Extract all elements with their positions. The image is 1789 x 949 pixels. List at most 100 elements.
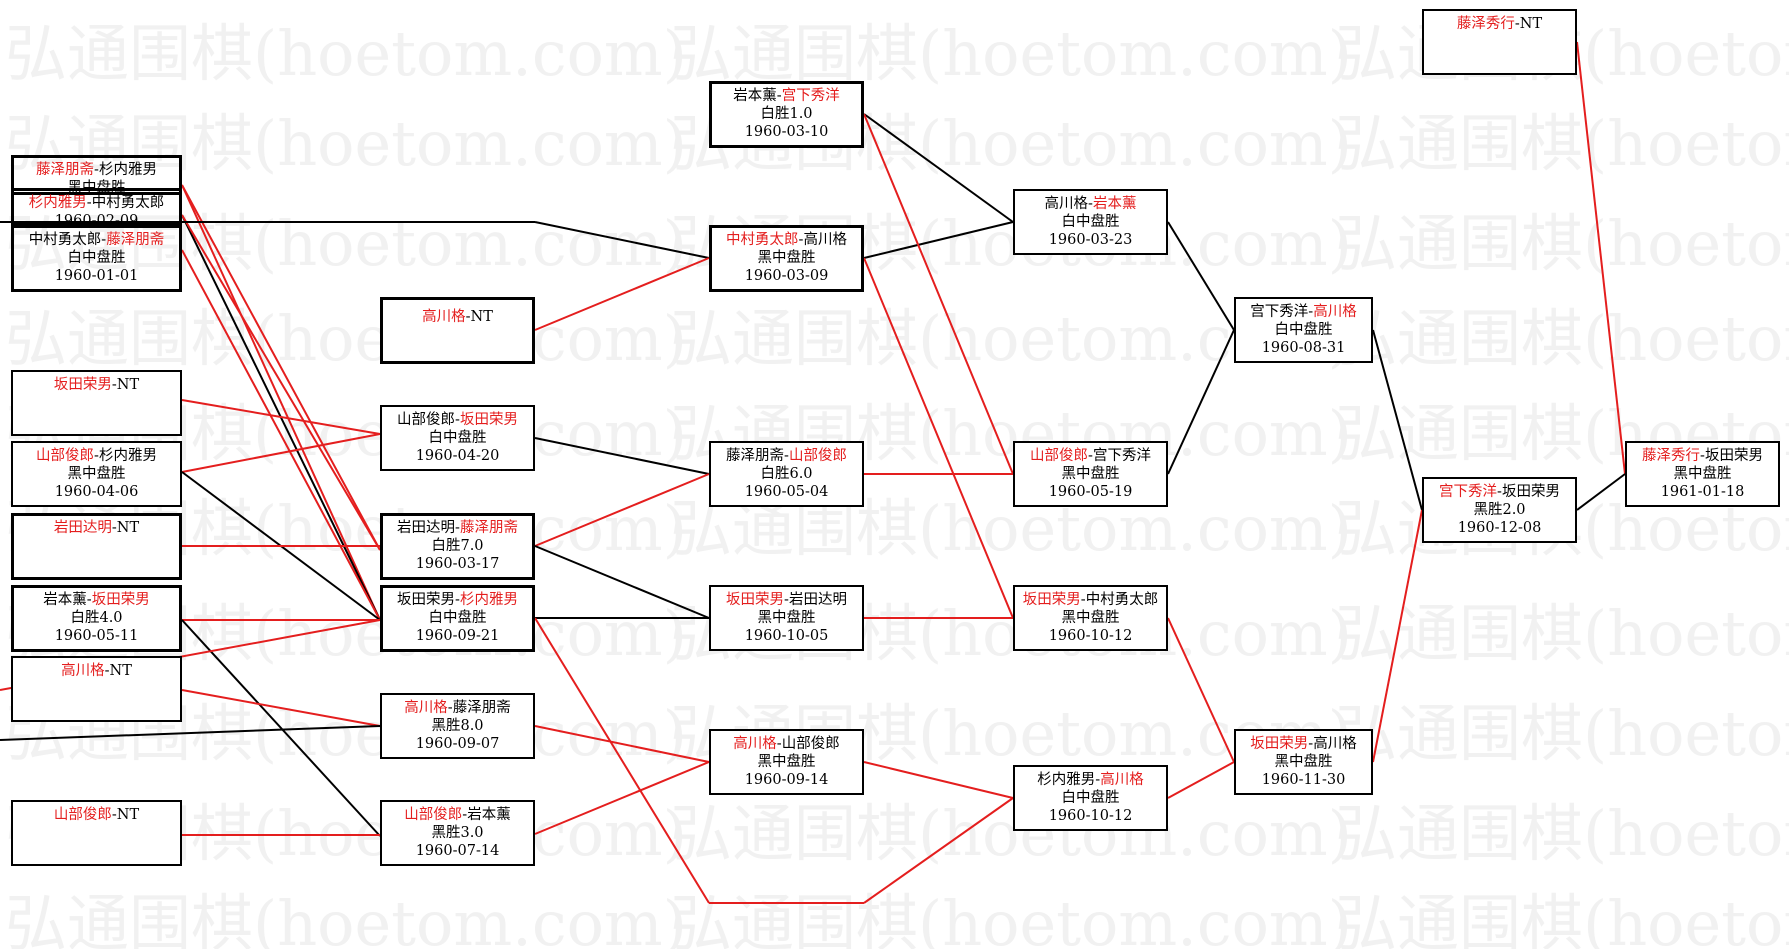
game-node[interactable]: 岩田达明-NT [11, 513, 182, 580]
player-black: 山部俊郎 [53, 807, 112, 823]
winner-link-line [181, 184, 381, 551]
game-node[interactable]: 高川格-山部俊郎 黑中盘胜 1960-09-14 [709, 729, 864, 795]
winner-link-line [1576, 41, 1626, 475]
winner-link-line [534, 617, 710, 904]
game-node[interactable]: 坂田荣男-中村勇太郎 黑中盘胜 1960-10-12 [1013, 585, 1168, 651]
winner-link-line [181, 249, 381, 621]
game-node[interactable]: 坂田荣男-NT [11, 370, 182, 436]
players-line: 岩田达明-NT [14, 519, 179, 537]
player-white: 高川格 [803, 232, 847, 248]
game-result: 白中盘胜 [67, 250, 126, 266]
player-separator: - [1080, 592, 1086, 608]
player-black: 高川格 [733, 736, 777, 752]
game-result: 黑胜8.0 [431, 718, 484, 734]
game-result: 黑中盘胜 [757, 250, 816, 266]
player-white: 藤泽朋斋 [452, 700, 511, 716]
players-line: 中村勇太郎-高川格 [712, 231, 861, 249]
player-white: 宫下秀洋 [1092, 448, 1151, 464]
player-white: NT [1519, 16, 1543, 32]
game-node[interactable]: 中村勇太郎-藤泽朋斋 白中盘胜 1960-01-01 [11, 225, 182, 292]
players-line: 高川格-山部俊郎 [711, 735, 862, 753]
player-black: 山部俊郎 [404, 807, 463, 823]
players-line: 杉内雅男-中村勇太郎 [14, 194, 179, 212]
game-node[interactable]: 山部俊郎-坂田荣男 白中盘胜 1960-04-20 [380, 405, 535, 471]
player-white: 山部俊郎 [781, 736, 840, 752]
game-node[interactable]: 藤泽朋斋-山部俊郎 白胜6.0 1960-05-04 [709, 441, 864, 507]
game-node[interactable]: 岩本薰-坂田荣男 白胜4.0 1960-05-11 [11, 585, 182, 652]
player-black: 高川格 [61, 663, 105, 679]
player-separator: - [111, 520, 117, 536]
loser-link-line [0, 725, 381, 741]
winner-link-line [181, 689, 381, 727]
players-line: 中村勇太郎-藤泽朋斋 [14, 231, 179, 249]
game-node[interactable]: 岩本薰-宫下秀洋 白胜1.0 1960-03-10 [709, 81, 864, 148]
game-node[interactable]: 藤泽秀行-NT [1422, 9, 1577, 75]
game-node[interactable]: 坂田荣男-岩田达明 黑中盘胜 1960-10-05 [709, 585, 864, 651]
game-date: 1960-02-09 [54, 213, 139, 226]
winner-link-line [181, 184, 381, 621]
game-node[interactable]: 山部俊郎-NT [11, 800, 182, 866]
game-date: 1960-03-23 [1048, 232, 1133, 248]
players-line: 坂田荣男-杉内雅男 [383, 591, 532, 609]
game-node[interactable]: 高川格-岩本薰 白中盘胜 1960-03-23 [1013, 189, 1168, 255]
game-date: 1960-05-19 [1048, 484, 1133, 500]
player-white: 坂田荣男 [1501, 484, 1560, 500]
player-black: 坂田荣男 [726, 592, 785, 608]
game-node[interactable]: 山部俊郎-岩本薰 黑胜3.0 1960-07-14 [380, 800, 535, 866]
player-separator: - [94, 448, 99, 464]
game-node[interactable]: 杉内雅男-高川格 白中盘胜 1960-10-12 [1013, 765, 1168, 831]
game-node[interactable]: 坂田荣男-高川格 黑中盘胜 1960-11-30 [1234, 729, 1373, 795]
game-result: 白中盘胜 [1061, 214, 1120, 230]
player-black: 宫下秀洋 [1439, 484, 1498, 500]
player-white: 杉内雅男 [98, 162, 157, 178]
game-date: 1960-01-01 [54, 268, 139, 284]
game-node[interactable]: 宫下秀洋-坂田荣男 黑胜2.0 1960-12-08 [1422, 477, 1577, 543]
player-white: 高川格 [1313, 304, 1357, 320]
game-node[interactable]: 杉内雅男-中村勇太郎 1960-02-09 [11, 188, 182, 226]
game-node[interactable]: 藤泽秀行-坂田荣男 黑中盘胜 1961-01-18 [1625, 441, 1780, 507]
player-white: 岩本薰 [467, 807, 511, 823]
player-white: 岩本薰 [1092, 196, 1137, 212]
game-node[interactable]: 藤泽朋斋-杉内雅男 黑中盘胜 [11, 155, 182, 195]
game-node[interactable]: 高川格-NT [11, 656, 182, 722]
game-node[interactable]: 山部俊郎-杉内雅男 黑中盘胜 1960-04-06 [11, 441, 182, 507]
game-result: 黑中盘胜 [757, 610, 816, 626]
players-line: 山部俊郎-NT [13, 806, 180, 824]
player-separator: - [94, 162, 99, 178]
player-white: 藤泽朋斋 [459, 520, 518, 536]
winner-link-line [181, 399, 381, 435]
player-black: 岩本薰 [43, 592, 87, 608]
game-result: 白胜4.0 [70, 610, 123, 626]
player-white: NT [109, 663, 132, 679]
player-separator: - [1308, 304, 1314, 320]
player-white: 坂田荣男 [459, 412, 518, 428]
game-node[interactable]: 坂田荣男-杉内雅男 白中盘胜 1960-09-21 [380, 585, 535, 652]
player-white: 岩田达明 [788, 592, 847, 608]
player-separator: - [86, 195, 92, 211]
player-black: 高川格 [1044, 196, 1089, 212]
players-line: 宫下秀洋-坂田荣男 [1424, 483, 1575, 501]
player-black: 杉内雅男 [1037, 772, 1096, 788]
game-node[interactable]: 中村勇太郎-高川格 黑中盘胜 1960-03-09 [709, 225, 864, 292]
game-node[interactable]: 宫下秀洋-高川格 白中盘胜 1960-08-31 [1234, 297, 1373, 363]
game-node[interactable]: 岩田达明-藤泽朋斋 白胜7.0 1960-03-17 [380, 513, 535, 580]
watermark-text: 弘通围棋(hoetom.com) [1335, 107, 1789, 180]
game-date: 1960-10-12 [1048, 628, 1133, 644]
game-date: 1960-10-05 [744, 628, 829, 644]
game-date: 1960-09-14 [744, 772, 829, 788]
game-result: 黑胜3.0 [431, 825, 484, 841]
game-date: 1960-09-07 [415, 736, 500, 752]
game-node[interactable]: 山部俊郎-宫下秀洋 黑中盘胜 1960-05-19 [1013, 441, 1168, 507]
player-white: 中村勇太郎 [1085, 592, 1159, 608]
player-black: 山部俊郎 [1030, 448, 1089, 464]
game-result: 黑胜2.0 [1473, 502, 1526, 518]
player-white: 杉内雅男 [459, 592, 518, 608]
players-line: 坂田荣男-岩田达明 [711, 591, 862, 609]
players-line: 藤泽秀行-NT [1424, 15, 1575, 33]
player-black: 中村勇太郎 [28, 232, 102, 248]
game-result: 白中盘胜 [1274, 322, 1333, 338]
game-node[interactable]: 高川格-NT [380, 297, 535, 364]
game-result: 白胜6.0 [760, 466, 813, 482]
game-node[interactable]: 高川格-藤泽朋斋 黑胜8.0 1960-09-07 [380, 693, 535, 759]
